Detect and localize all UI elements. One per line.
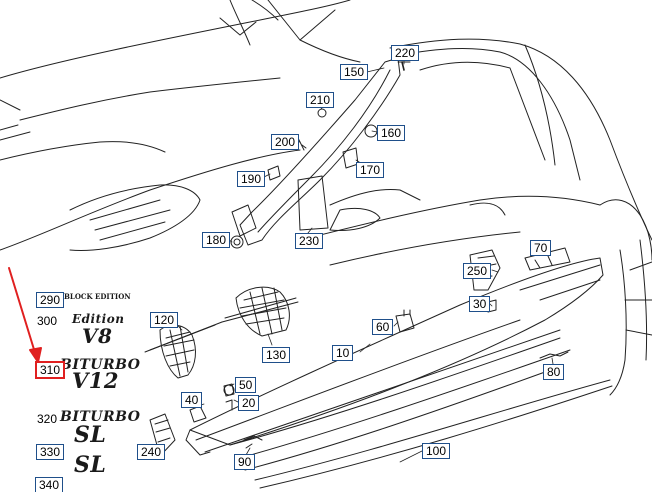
callout-320[interactable]: 320 xyxy=(37,412,58,426)
callout-190[interactable]: 190 xyxy=(237,171,266,187)
callout-290[interactable]: 290 xyxy=(36,292,65,308)
callout-80[interactable]: 80 xyxy=(543,364,565,380)
callout-50[interactable]: 50 xyxy=(235,377,257,393)
emblem-v12: V12 xyxy=(72,368,120,393)
callout-230[interactable]: 230 xyxy=(295,233,324,249)
pillar-trim-part xyxy=(231,57,411,246)
emblem-biturbo-320: BITURBO xyxy=(60,409,141,425)
emblem-sl-340: SL xyxy=(74,452,107,478)
callout-300[interactable]: 300 xyxy=(37,314,58,328)
callout-20[interactable]: 20 xyxy=(238,395,260,411)
callout-170[interactable]: 170 xyxy=(356,162,385,178)
callout-120[interactable]: 120 xyxy=(150,312,179,328)
callout-150[interactable]: 150 xyxy=(340,64,369,80)
callout-100[interactable]: 100 xyxy=(422,443,451,459)
callout-70[interactable]: 70 xyxy=(530,240,552,256)
callout-90[interactable]: 90 xyxy=(234,454,256,470)
callout-220[interactable]: 220 xyxy=(391,45,420,61)
callout-200[interactable]: 200 xyxy=(271,134,300,150)
callout-10[interactable]: 10 xyxy=(332,345,354,361)
callout-30[interactable]: 30 xyxy=(469,296,491,312)
callout-180[interactable]: 180 xyxy=(202,232,231,248)
callout-310[interactable]: 310 xyxy=(35,361,66,379)
callout-340[interactable]: 340 xyxy=(35,477,64,492)
emblem-v8: V8 xyxy=(82,324,113,348)
red-indicator-arrow xyxy=(8,267,42,363)
emblem-edition: Edition xyxy=(72,312,125,326)
emblem-biturbo-310: BITURBO xyxy=(60,357,141,373)
callout-40[interactable]: 40 xyxy=(181,392,203,408)
emblem-block-edition: BLOCK EDITION xyxy=(64,292,131,301)
callout-160[interactable]: 160 xyxy=(377,125,406,141)
callout-240[interactable]: 240 xyxy=(137,444,166,460)
car-body-outline xyxy=(0,0,652,396)
side-vent-parts xyxy=(144,286,299,379)
callout-60[interactable]: 60 xyxy=(372,319,394,335)
emblem-sl-330: SL xyxy=(74,422,107,448)
callout-130[interactable]: 130 xyxy=(262,347,291,363)
callout-330[interactable]: 330 xyxy=(36,444,65,460)
callout-250[interactable]: 250 xyxy=(463,263,492,279)
callout-210[interactable]: 210 xyxy=(306,92,335,108)
